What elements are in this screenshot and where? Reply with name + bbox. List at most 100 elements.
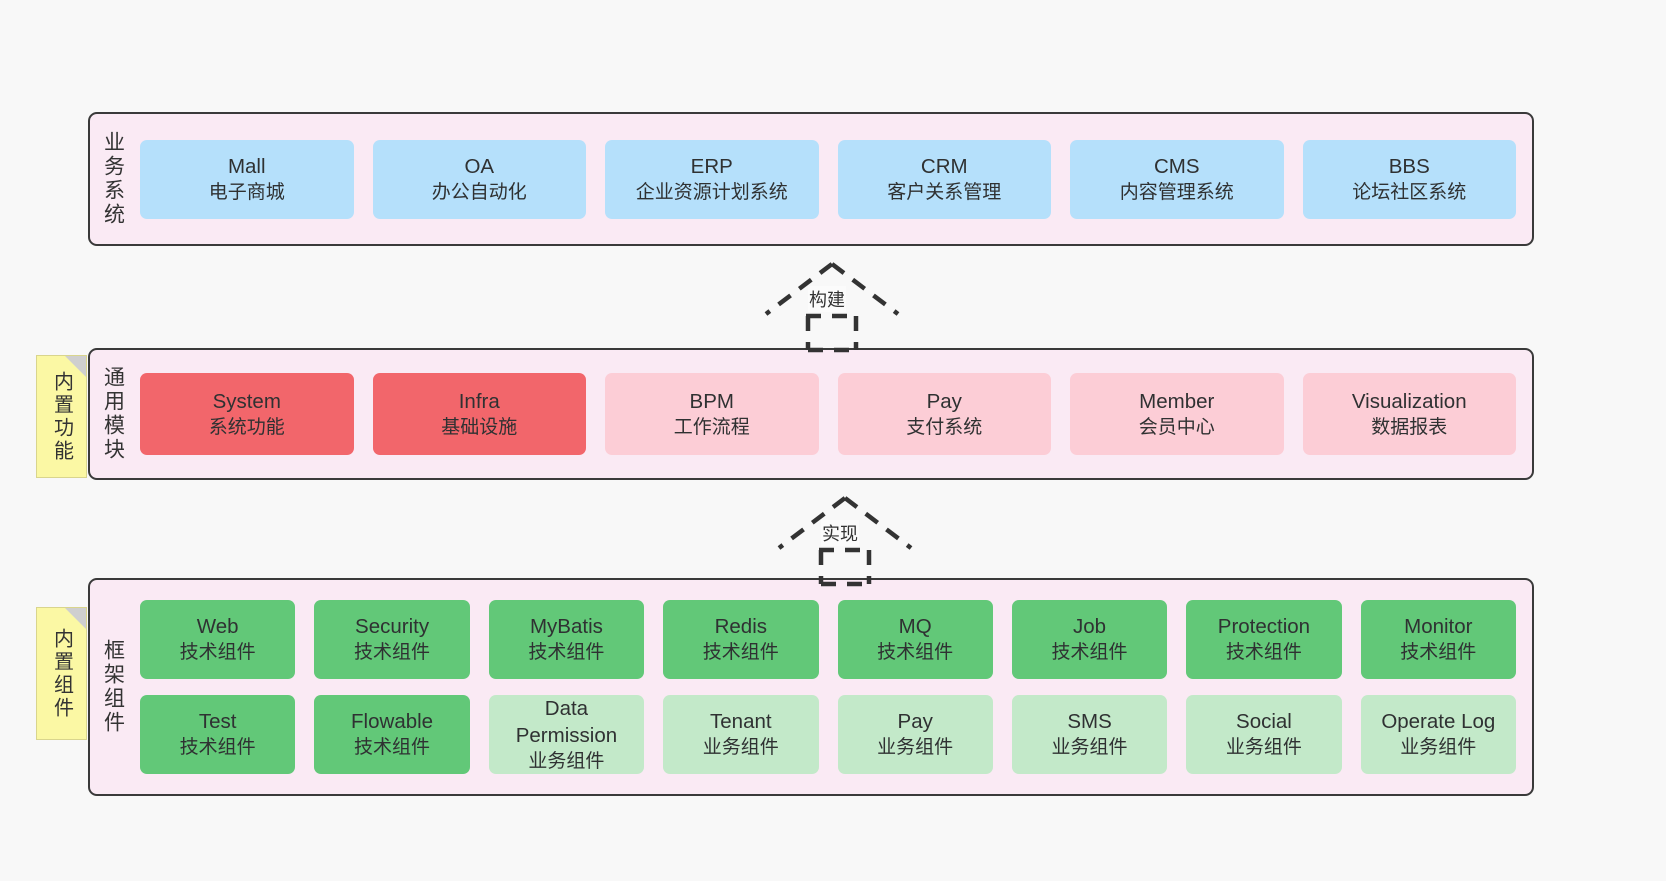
card-subtitle: 支付系统 [906,416,983,438]
card-subtitle: 技术组件 [528,642,605,664]
card-title: Redis [714,615,768,639]
cards-area-common-modules: System 系统功能 Infra 基础设施 BPM 工作流程 Pay 支付系统… [136,350,1532,478]
card-title: SMS [1067,710,1112,734]
card-oa[interactable]: OA 办公自动化 [372,139,586,219]
card-pay-business[interactable]: Pay 业务组件 [837,695,993,774]
card-title: Security [355,615,430,639]
card-operate-log[interactable]: Operate Log 业务组件 [1360,695,1516,774]
sticky-note-label: 内置功能 [50,370,73,463]
card-subtitle: 电子商城 [208,181,285,203]
card-crm[interactable]: CRM 客户关系管理 [837,139,1051,219]
card-title: ERP [690,154,733,178]
card-subtitle: 业务组件 [528,751,605,773]
card-title: Test [198,710,237,734]
card-subtitle: 技术组件 [1225,642,1302,664]
layer-title-common-modules: 通用模块 [101,366,125,462]
card-mall[interactable]: Mall 电子商城 [140,139,354,219]
layer-title-framework-components: 框架组件 [101,639,125,735]
card-subtitle: 业务组件 [1225,737,1302,759]
card-subtitle: 技术组件 [179,642,256,664]
card-title: CMS [1153,154,1200,178]
card-subtitle: 技术组件 [354,642,431,664]
card-row: Test 技术组件 Flowable 技术组件 Data Permission … [140,695,1516,774]
layer-framework-components: 框架组件 Web 技术组件 Security 技术组件 MyBatis 技术组件… [88,578,1534,796]
connector-implement: 实现 [765,492,925,587]
card-flowable[interactable]: Flowable 技术组件 [314,695,470,774]
connector-build: 构建 [752,258,912,353]
card-title: Protection [1217,615,1311,639]
card-title: Operate Log [1381,710,1496,734]
card-subtitle: 工作流程 [673,416,750,438]
card-social[interactable]: Social 业务组件 [1186,695,1342,774]
card-data-permission[interactable]: Data Permission 业务组件 [488,695,645,774]
card-subtitle: 技术组件 [179,737,256,759]
card-subtitle: 论坛社区系统 [1352,181,1467,203]
cards-area-business-systems: Mall 电子商城 OA 办公自动化 ERP 企业资源计划系统 CRM 客户关系… [136,114,1532,244]
card-title: Visualization [1351,389,1467,413]
card-mybatis[interactable]: MyBatis 技术组件 [488,600,645,679]
card-subtitle: 基础设施 [441,416,518,438]
card-title: Member [1139,389,1215,413]
card-title: Mall [227,154,266,178]
card-title: Social [1236,710,1292,734]
card-subtitle: 技术组件 [877,642,954,664]
card-cms[interactable]: CMS 内容管理系统 [1070,139,1284,219]
sticky-note-label: 内置组件 [50,627,73,720]
layer-business-systems: 业务系统 Mall 电子商城 OA 办公自动化 ERP 企业资源计划系统 CRM… [88,112,1534,246]
folded-corner-icon [65,356,86,377]
card-row: Mall 电子商城 OA 办公自动化 ERP 企业资源计划系统 CRM 客户关系… [140,139,1516,219]
card-title: Tenant [710,710,772,734]
card-mq[interactable]: MQ 技术组件 [837,600,993,679]
card-security[interactable]: Security 技术组件 [314,600,470,679]
card-monitor[interactable]: Monitor 技术组件 [1360,600,1516,679]
card-subtitle: 企业资源计划系统 [635,181,788,203]
card-subtitle: 业务组件 [702,737,779,759]
card-subtitle: 技术组件 [1400,642,1477,664]
card-subtitle: 技术组件 [1051,642,1128,664]
card-protection[interactable]: Protection 技术组件 [1186,600,1342,679]
card-bpm[interactable]: BPM 工作流程 [605,373,819,455]
sticky-note-builtin-features: 内置功能 [36,355,87,478]
card-web[interactable]: Web 技术组件 [140,600,296,679]
card-subtitle: 业务组件 [1400,737,1477,759]
card-visualization[interactable]: Visualization 数据报表 [1302,373,1516,455]
cards-area-framework-components: Web 技术组件 Security 技术组件 MyBatis 技术组件 Redi… [136,580,1532,794]
card-title: MQ [898,615,932,639]
card-system[interactable]: System 系统功能 [140,373,354,455]
card-title: Web [196,615,239,639]
card-title: BPM [689,389,734,413]
card-subtitle: 业务组件 [1051,737,1128,759]
card-tenant[interactable]: Tenant 业务组件 [663,695,819,774]
card-subtitle: 数据报表 [1371,416,1448,438]
card-title: Flowable [351,710,434,734]
card-infra[interactable]: Infra 基础设施 [372,373,586,455]
card-job[interactable]: Job 技术组件 [1011,600,1168,679]
folded-corner-icon [65,608,86,629]
card-subtitle: 技术组件 [354,737,431,759]
sticky-note-builtin-components: 内置组件 [36,607,87,740]
card-title: Data Permission [515,696,618,747]
card-row: System 系统功能 Infra 基础设施 BPM 工作流程 Pay 支付系统… [140,373,1516,455]
card-title: MyBatis [529,615,603,639]
card-title: CRM [920,154,968,178]
card-subtitle: 内容管理系统 [1119,181,1234,203]
card-subtitle: 客户关系管理 [887,181,1002,203]
layer-title-business-systems: 业务系统 [101,131,125,227]
card-bbs[interactable]: BBS 论坛社区系统 [1302,139,1516,219]
connector-implement-label: 实现 [821,520,859,546]
card-redis[interactable]: Redis 技术组件 [663,600,819,679]
card-title: System [212,389,281,413]
card-sms[interactable]: SMS 业务组件 [1011,695,1168,774]
card-row: Web 技术组件 Security 技术组件 MyBatis 技术组件 Redi… [140,600,1516,679]
card-title: Job [1073,615,1107,639]
card-title: Pay [897,710,933,734]
card-pay[interactable]: Pay 支付系统 [837,373,1051,455]
card-title: BBS [1388,154,1430,178]
card-member[interactable]: Member 会员中心 [1070,373,1284,455]
card-title: OA [464,154,495,178]
layer-common-modules: 通用模块 System 系统功能 Infra 基础设施 BPM 工作流程 Pay… [88,348,1534,480]
card-erp[interactable]: ERP 企业资源计划系统 [605,139,819,219]
card-test[interactable]: Test 技术组件 [140,695,296,774]
card-subtitle: 办公自动化 [431,181,527,203]
